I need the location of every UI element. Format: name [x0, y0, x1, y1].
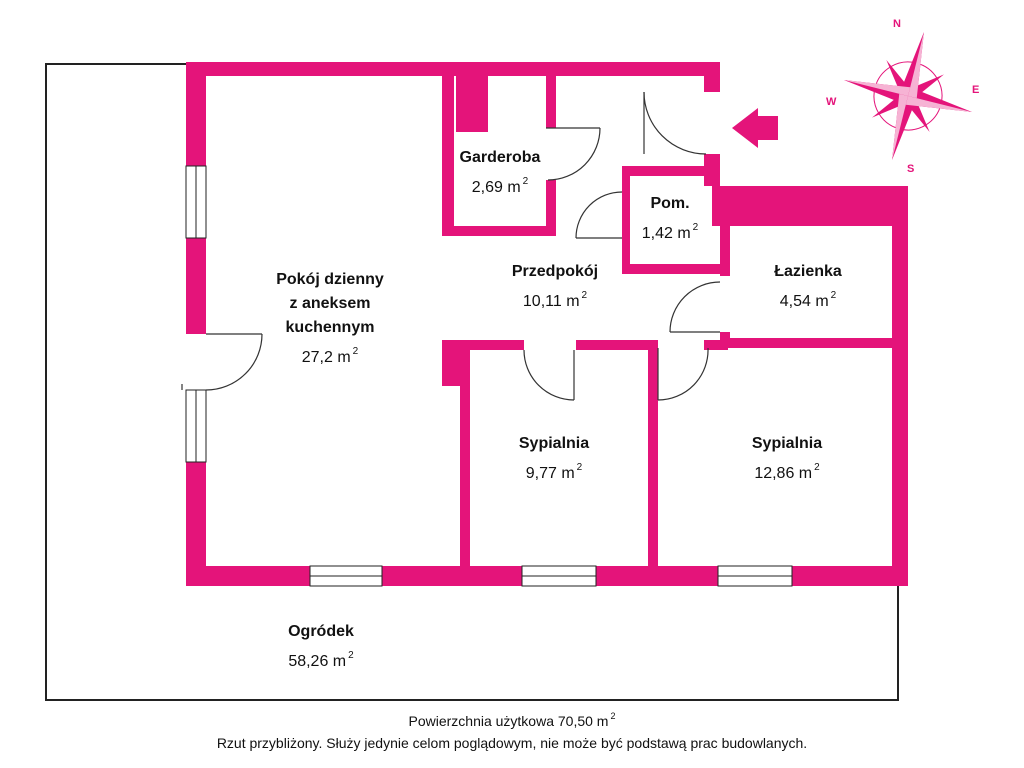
- room-name-line: z aneksem: [289, 295, 371, 312]
- total-area-text: Powierzchnia użytkowa 70,50 m: [408, 713, 609, 729]
- disclaimer-text: Rzut przybliżony. Służy jedynie celom po…: [216, 735, 808, 751]
- room-area-exponent: 2: [576, 462, 583, 473]
- room-area-exponent: 2: [830, 290, 837, 301]
- room-area-exponent: 2: [814, 462, 820, 473]
- room-name-line: Ogródek: [288, 623, 354, 640]
- compass-east-label: E: [972, 84, 980, 96]
- compass-north-label: N: [893, 18, 901, 30]
- room-area-value: 2,69 m: [471, 179, 521, 196]
- room-name-line: Przedpokój: [511, 263, 599, 280]
- room-area-exponent: 2: [692, 222, 699, 233]
- entrance-arrow-icon: [732, 108, 778, 148]
- compass-west-label: W: [826, 96, 837, 108]
- room-area-exponent: 2: [522, 176, 529, 187]
- room-area-value: 27,2 m: [301, 349, 351, 366]
- windows: [185, 165, 793, 587]
- room-area-value: 1,42 m: [641, 225, 691, 242]
- garden-outline: [45, 63, 899, 701]
- compass-rose-icon: [843, 31, 973, 161]
- room-name-line: Sypialnia: [518, 435, 590, 452]
- room-area-exponent: 2: [581, 290, 588, 301]
- room-name-line: Pom.: [650, 195, 690, 212]
- room-area-value: 9,77 m: [525, 465, 575, 482]
- room-name-line: Pokój dzienny: [276, 271, 384, 288]
- room-area-value: 12,86 m: [754, 465, 813, 482]
- room-area-value: 10,11 m: [522, 293, 580, 310]
- room-name-line: kuchennym: [285, 319, 375, 336]
- room-name-line: Łazienka: [774, 263, 842, 280]
- compass-south-label: S: [907, 163, 915, 175]
- room-area-value: 58,26 m: [288, 653, 347, 670]
- room-area-exponent: 2: [348, 650, 354, 661]
- room-name-line: Garderoba: [459, 149, 541, 166]
- room-name-line: Sypialnia: [751, 435, 823, 452]
- room-area-value: 4,54 m: [779, 293, 829, 310]
- room-area-exponent: 2: [352, 346, 359, 357]
- doors: [181, 91, 721, 401]
- walls: [186, 62, 908, 586]
- total-area-exponent: 2: [610, 711, 616, 721]
